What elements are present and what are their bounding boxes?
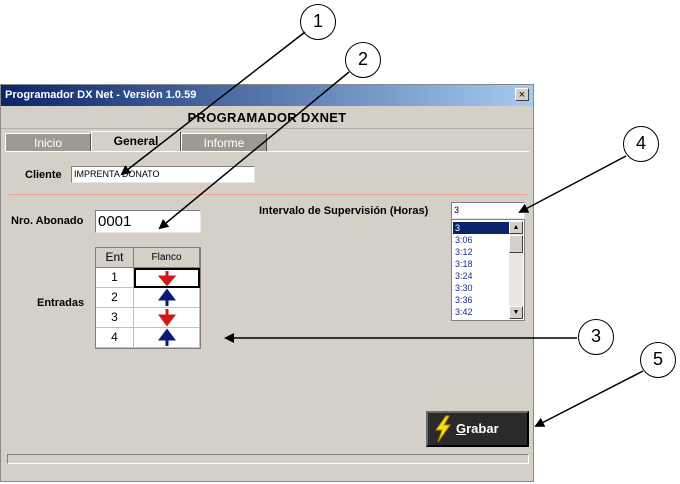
grid-ent-cell: 4 xyxy=(96,328,134,348)
arrow-down-icon xyxy=(157,271,177,287)
callout-3: 3 xyxy=(578,319,614,355)
close-button[interactable]: × xyxy=(515,88,529,101)
callout-5: 5 xyxy=(640,342,676,378)
scroll-down-icon[interactable]: ▼ xyxy=(509,306,523,319)
title-bar[interactable]: Programador DX Net - Versión 1.0.59 × xyxy=(1,85,533,106)
header-band: PROGRAMADOR DXNET xyxy=(1,106,533,129)
callout-4: 4 xyxy=(623,126,659,162)
list-item[interactable]: 3:24 xyxy=(455,271,473,281)
arrow-down-icon xyxy=(157,309,176,327)
page-title: PROGRAMADOR DXNET xyxy=(187,110,347,125)
grabar-label: Grabar xyxy=(456,421,499,436)
list-item[interactable]: 3:06 xyxy=(455,235,473,245)
cliente-label: Cliente xyxy=(25,169,62,181)
list-item[interactable]: 3:30 xyxy=(455,283,473,293)
grid-flanco-cell[interactable] xyxy=(134,288,200,308)
listbox-scrollbar[interactable]: ▲ ▼ xyxy=(509,221,523,319)
callout-2: 2 xyxy=(345,42,381,78)
window-title: Programador DX Net - Versión 1.0.59 xyxy=(5,89,197,101)
abonado-field[interactable]: 0001 xyxy=(95,210,201,233)
grabar-button[interactable]: Grabar xyxy=(426,411,529,447)
app-window: Programador DX Net - Versión 1.0.59 × PR… xyxy=(0,84,534,482)
intervalo-label: Intervalo de Supervisión (Horas) xyxy=(259,205,429,217)
tab-general[interactable]: General xyxy=(91,131,181,152)
arrow-up-icon xyxy=(157,288,176,306)
callout-1: 1 xyxy=(300,4,336,40)
grid-flanco-cell[interactable] xyxy=(134,268,200,288)
tab-divider xyxy=(5,151,529,152)
list-item[interactable]: 3:42 xyxy=(455,307,473,317)
lightning-icon xyxy=(435,415,451,443)
grid-ent-cell: 1 xyxy=(96,268,134,288)
intervalo-field[interactable]: 3 xyxy=(451,202,525,219)
scroll-up-icon[interactable]: ▲ xyxy=(509,221,523,234)
list-item[interactable]: 3 xyxy=(453,222,509,234)
intervalo-listbox[interactable]: 3 3:06 3:12 3:18 3:24 3:30 3:36 3:42 ▲ ▼ xyxy=(451,219,525,321)
tab-informe[interactable]: Informe xyxy=(181,133,267,151)
grid-flanco-cell[interactable] xyxy=(134,328,200,348)
grid-flanco-cell[interactable] xyxy=(134,308,200,328)
entradas-grid: Ent Flanco 1 2 3 4 xyxy=(95,247,201,349)
grid-header-ent: Ent xyxy=(96,248,134,268)
list-item[interactable]: 3:12 xyxy=(455,247,473,257)
list-item[interactable]: 3:36 xyxy=(455,295,473,305)
list-item[interactable]: 3:18 xyxy=(455,259,473,269)
grid-header-flanco: Flanco xyxy=(134,248,200,268)
tab-inicio[interactable]: Inicio xyxy=(5,133,91,151)
callout-5-arrow xyxy=(534,370,644,427)
callout-4-arrow xyxy=(518,155,627,213)
scroll-thumb[interactable] xyxy=(509,235,523,253)
grid-ent-cell: 2 xyxy=(96,288,134,308)
arrow-up-icon xyxy=(157,328,176,346)
status-bar xyxy=(7,454,529,464)
cliente-field[interactable]: IMPRENTA DONATO xyxy=(71,166,255,183)
section-divider xyxy=(9,194,527,195)
abonado-label: Nro. Abonado xyxy=(11,215,84,227)
grid-ent-cell: 3 xyxy=(96,308,134,328)
entradas-label: Entradas xyxy=(37,297,85,309)
